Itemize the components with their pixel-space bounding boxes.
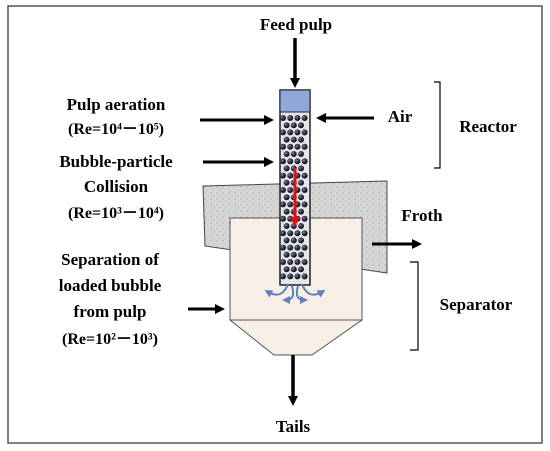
bubble-particle xyxy=(280,201,286,208)
froth-label: Froth xyxy=(401,206,443,225)
separator-label: Separator xyxy=(440,295,513,314)
bubble-particle xyxy=(280,115,286,121)
bubble-particle xyxy=(283,122,290,129)
bubble-particle xyxy=(280,273,286,280)
bubble-particle xyxy=(290,151,297,157)
separation-re-label: (Re=10²－10³) xyxy=(62,331,158,348)
bubble-particle xyxy=(298,237,304,244)
bubble-particle xyxy=(283,179,290,186)
bubble-particle xyxy=(298,223,304,229)
bubble-particle xyxy=(294,129,301,136)
bubble-particle xyxy=(298,251,304,258)
bubble-particle xyxy=(301,259,308,265)
bubble-particle xyxy=(280,158,286,165)
bubble-particle xyxy=(280,215,286,222)
bubble-particle xyxy=(280,187,286,193)
figure-border xyxy=(7,5,543,444)
bubble-particle xyxy=(287,201,294,208)
bubble-particle xyxy=(290,122,297,129)
swirl-arrow-right-inner xyxy=(295,285,308,304)
bubble-particle xyxy=(301,273,308,280)
bubble-particle xyxy=(301,187,308,193)
bubble-particle xyxy=(298,136,304,143)
bubble-particle xyxy=(283,151,290,157)
bubble-particle xyxy=(290,266,297,273)
bubble-particle xyxy=(287,143,294,150)
bubble-particle xyxy=(287,273,294,280)
bubble-particle xyxy=(290,223,297,229)
separation-label-line3: from pulp xyxy=(74,302,147,321)
bubble-particle xyxy=(294,273,301,280)
bubble-particle xyxy=(283,223,290,229)
separation-label-line2: loaded bubble xyxy=(59,276,162,295)
swirl-arrow-left xyxy=(264,283,289,298)
bubble-particle xyxy=(283,165,290,172)
bubble-particle xyxy=(294,158,301,165)
bubble-particle xyxy=(280,230,286,237)
bubble-particle xyxy=(301,158,308,165)
separation-label-line1: Separation of xyxy=(61,250,159,269)
bubble-particle xyxy=(283,208,290,215)
bubble-particle xyxy=(301,115,308,121)
collision-label-line2: Collision xyxy=(84,177,149,196)
swirl-arrow-right xyxy=(301,283,326,298)
bubble-particle xyxy=(298,194,304,201)
bubble-particle xyxy=(294,115,301,121)
bubble-particle xyxy=(287,115,294,121)
bubble-particle xyxy=(280,172,286,179)
bubble-particle xyxy=(287,215,294,222)
bubble-particle xyxy=(301,129,308,136)
bubble-particle xyxy=(294,230,301,237)
bubble-particle xyxy=(294,143,301,150)
bubble-particle xyxy=(283,136,290,143)
bubble-particle xyxy=(301,244,308,251)
bubble-particle xyxy=(298,165,304,172)
pulp-aeration-re-label: (Re=10⁴－10⁵) xyxy=(68,121,164,138)
bubble-particle xyxy=(294,259,301,265)
bubble-particle xyxy=(298,151,304,157)
separator-bracket xyxy=(410,261,419,351)
bubble-particle xyxy=(290,251,297,258)
bubble-particle xyxy=(280,143,286,150)
bubble-particles xyxy=(280,115,308,280)
bubble-particle xyxy=(280,259,286,265)
feed-pulp-label: Feed pulp xyxy=(260,15,332,34)
bubble-particle xyxy=(290,237,297,244)
bubble-particle xyxy=(301,230,308,237)
bubble-particle xyxy=(287,158,294,165)
bubble-particle xyxy=(283,194,290,201)
bubble-particle xyxy=(294,244,301,251)
bubble-particle xyxy=(298,208,304,215)
bubble-particle xyxy=(301,201,308,208)
pulp-aeration-label: Pulp aeration xyxy=(67,95,166,114)
bubble-particle xyxy=(301,143,308,150)
bubble-particle xyxy=(298,179,304,186)
collision-re-label: (Re=10³－10⁴) xyxy=(68,205,164,222)
bubble-particle xyxy=(298,266,304,273)
bubble-particle xyxy=(287,244,294,251)
collision-label-line1: Bubble-particle xyxy=(59,152,173,171)
bubble-particle xyxy=(298,122,304,129)
bubble-particle xyxy=(301,172,308,179)
bubble-particle xyxy=(283,251,290,258)
bubble-particle xyxy=(283,266,290,273)
reactor-bracket xyxy=(434,81,441,169)
reactor-inlet-cap xyxy=(279,89,311,113)
bubble-particle xyxy=(287,187,294,193)
bubble-particle xyxy=(280,129,286,136)
bubble-particle xyxy=(283,237,290,244)
air-label: Air xyxy=(388,107,413,126)
tails-label: Tails xyxy=(276,417,311,436)
bubble-particle xyxy=(287,129,294,136)
bubble-particle xyxy=(287,259,294,265)
bubble-particle xyxy=(290,136,297,143)
bubble-particle xyxy=(287,230,294,237)
bubble-particle xyxy=(287,172,294,179)
swirl-arrow-left-inner xyxy=(282,285,295,304)
bubble-particle xyxy=(301,215,308,222)
bubble-particle xyxy=(280,244,286,251)
reactor-label: Reactor xyxy=(459,117,517,136)
